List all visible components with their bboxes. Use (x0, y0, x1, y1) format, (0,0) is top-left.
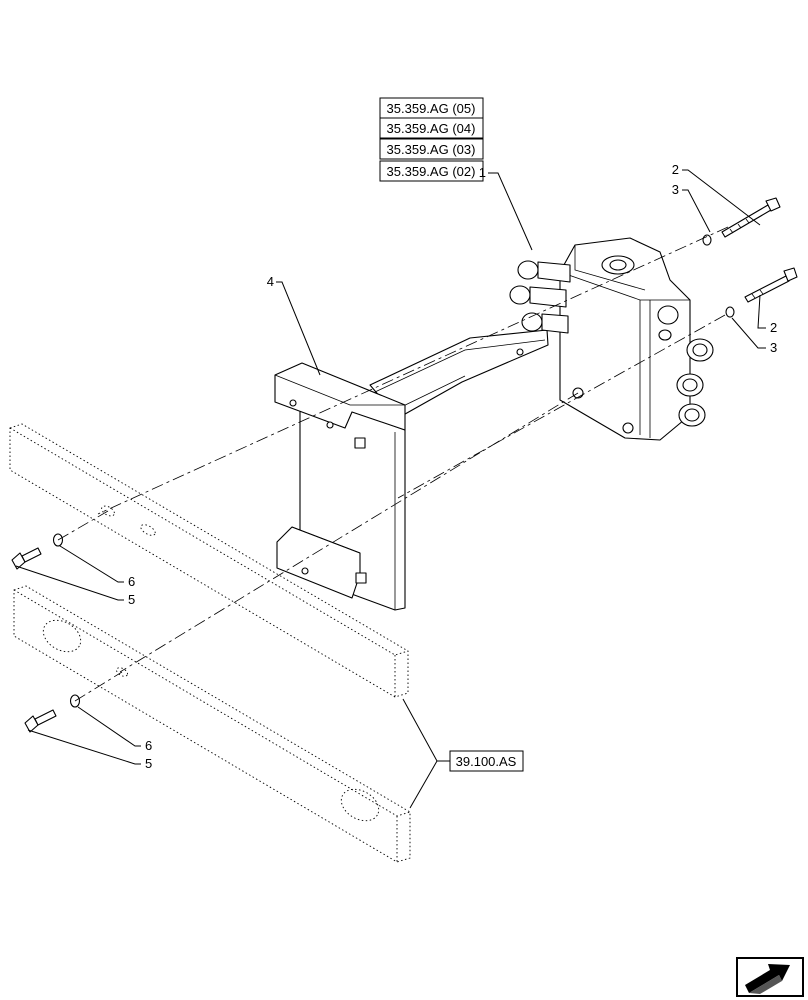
reference-leader-line (402, 698, 450, 762)
frame-bolt-lower (24, 709, 57, 733)
reference-label: 35.359.AG (03) (387, 142, 476, 157)
callout-6-lower: 6 (145, 738, 152, 753)
callout-2-upper: 2 (672, 162, 679, 177)
center-line (397, 314, 726, 499)
callout-leader (59, 545, 124, 583)
reference-label: 35.359.AG (04) (387, 121, 476, 136)
next-page-arrow-icon[interactable] (736, 957, 804, 997)
reference-label: 35.359.AG (05) (387, 101, 476, 116)
reference-link-39-100-as[interactable]: 39.100.AS (449, 750, 524, 772)
reference-link-35-359-ag-03[interactable]: 35.359.AG (03) (379, 138, 484, 160)
reference-link-35-359-ag-02[interactable]: 35.359.AG (02) (379, 160, 484, 182)
callout-leader (757, 294, 766, 329)
frame-bolt-upper (11, 547, 42, 570)
center-line (97, 226, 729, 515)
callout-leader (15, 565, 124, 601)
callout-5-upper: 5 (128, 592, 135, 607)
washer-lower (725, 306, 735, 318)
center-line (74, 671, 123, 702)
reference-leader-line (409, 760, 438, 809)
callout-leader (682, 169, 761, 226)
callout-1: 1 (479, 165, 486, 180)
callout-leader (731, 317, 766, 349)
reference-label: 39.100.AS (456, 754, 517, 769)
valve-bolt-lower (744, 267, 798, 303)
callout-leader (276, 281, 321, 376)
frame-plate-upper (9, 423, 409, 698)
callout-leader (77, 706, 141, 747)
callout-leader (682, 189, 711, 233)
reference-link-35-359-ag-05[interactable]: 35.359.AG (05) (379, 97, 484, 119)
callout-3-upper: 3 (672, 182, 679, 197)
callout-4: 4 (267, 274, 274, 289)
center-line (57, 510, 109, 541)
callout-leader (27, 729, 141, 765)
callout-leader (488, 172, 533, 251)
mounting-bracket (274, 329, 549, 611)
center-line (119, 392, 579, 673)
valve-bolt-upper (721, 197, 781, 238)
callout-3-lower: 3 (770, 340, 777, 355)
callout-6-upper: 6 (128, 574, 135, 589)
reference-label: 35.359.AG (02) (387, 164, 476, 179)
callout-5-lower: 5 (145, 756, 152, 771)
frame-plate-lower (13, 585, 411, 863)
callout-2-lower: 2 (770, 320, 777, 335)
reference-link-35-359-ag-04[interactable]: 35.359.AG (04) (379, 117, 484, 139)
